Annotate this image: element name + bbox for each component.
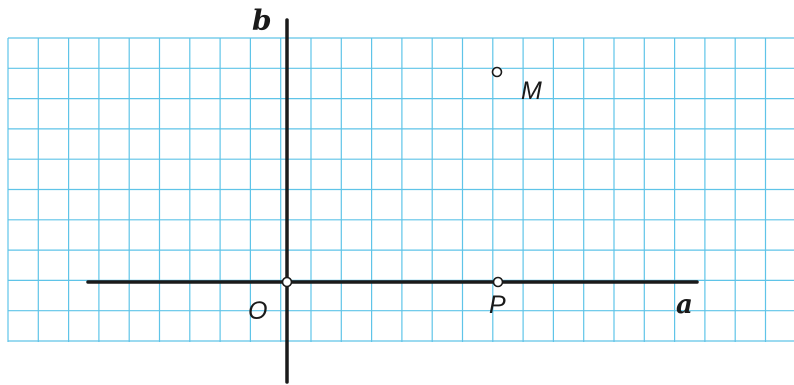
point-m-label: M [521,77,542,105]
axis-label-b: b [252,4,272,37]
point-m-marker [491,66,503,78]
point-o-marker [281,276,293,288]
point-p-label: P [489,291,506,319]
grid-paper [7,37,794,342]
point-p-marker [492,276,504,288]
point-o-label: O [248,297,267,325]
axis-label-a: a [676,290,693,320]
